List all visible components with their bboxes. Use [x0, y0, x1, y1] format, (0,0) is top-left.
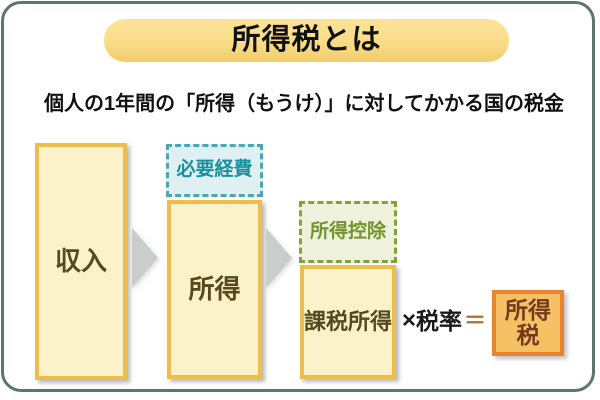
income-box: 所得 — [167, 200, 262, 379]
subtitle: 個人の1年間の「所得（もうけ）」に対してかかる国の税金 — [44, 93, 564, 115]
deduction-box: 所得控除 — [299, 201, 397, 263]
taxable-income-label: 課税所得 — [304, 308, 393, 334]
revenue-box: 収入 — [35, 143, 127, 380]
expenses-box: 必要経費 — [166, 144, 263, 197]
income-tax-box: 所得税 — [492, 290, 564, 356]
taxable-income-box: 課税所得 — [300, 265, 396, 379]
tax-formula: × 税率 ＝ — [398, 302, 490, 340]
tax-rate-label: 税率 — [416, 307, 462, 334]
arrow-right-icon — [132, 228, 158, 288]
multiply-sign: × — [401, 307, 416, 334]
equals-sign: ＝ — [464, 308, 487, 333]
income-tax-label: 所得税 — [505, 296, 551, 348]
arrow-right-icon — [266, 228, 292, 288]
deduction-label: 所得控除 — [309, 220, 386, 242]
page-title: 所得税とは — [231, 24, 382, 56]
revenue-label: 収入 — [54, 246, 107, 277]
infographic-frame: 所得税とは 個人の1年間の「所得（もうけ）」に対してかかる国の税金 収入 必要経… — [1, 1, 595, 392]
income-label: 所得 — [188, 274, 241, 305]
expenses-label: 必要経費 — [176, 159, 253, 181]
title-banner: 所得税とは — [104, 19, 509, 62]
